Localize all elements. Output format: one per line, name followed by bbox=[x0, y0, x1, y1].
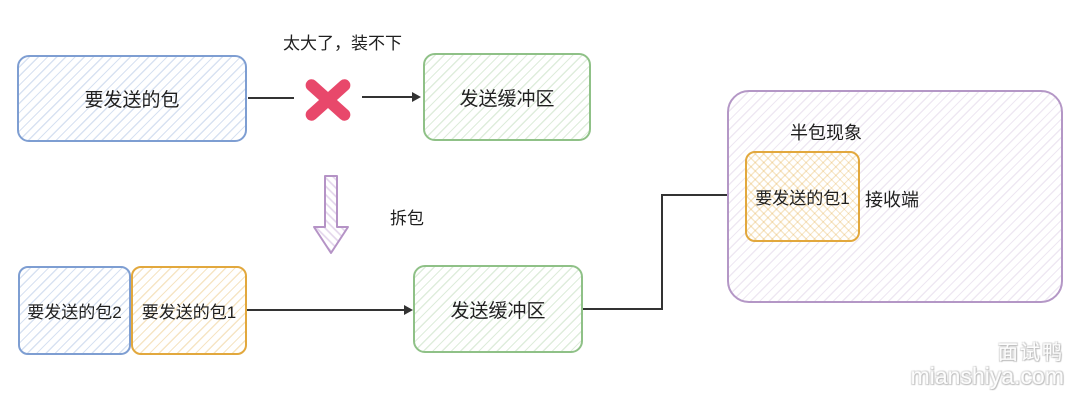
send-buffer-top-label: 发送缓冲区 bbox=[459, 88, 555, 110]
send-buffer-top-box: 发送缓冲区 bbox=[423, 53, 591, 141]
received-packet1-box: 要发送的包1 bbox=[745, 151, 860, 242]
send-buffer-bottom-label: 发送缓冲区 bbox=[450, 300, 546, 322]
arrowhead-to-send-buffer-top bbox=[412, 92, 421, 102]
watermark-cn: 面试鸭 bbox=[998, 341, 1064, 364]
watermark-en: mianshiya.com bbox=[910, 362, 1064, 389]
reject-cross-icon bbox=[302, 76, 354, 124]
packet1-label: 要发送的包1 bbox=[141, 303, 237, 322]
flow-line-to-send-buffer-bottom bbox=[247, 309, 405, 311]
flow-line-blocked-left bbox=[248, 97, 294, 99]
packet1-box: 要发送的包1 bbox=[131, 266, 247, 355]
half-packet-container: 半包现象 要发送的包1 接收端 bbox=[727, 90, 1063, 303]
send-buffer-bottom-box: 发送缓冲区 bbox=[413, 265, 583, 353]
flow-line-blocked-right bbox=[362, 96, 412, 98]
packet2-box: 要发送的包2 bbox=[18, 266, 131, 355]
split-down-arrow-icon bbox=[313, 175, 349, 254]
arrowhead-to-send-buffer-bottom bbox=[404, 305, 413, 315]
elbow-connector-bottom-segment bbox=[583, 308, 663, 310]
elbow-connector-vertical-segment bbox=[661, 194, 663, 310]
annotation-split-packet: 拆包 bbox=[390, 209, 424, 228]
half-packet-title: 半包现象 bbox=[790, 123, 862, 143]
packet2-label: 要发送的包2 bbox=[27, 303, 122, 322]
receiver-label: 接收端 bbox=[865, 190, 919, 210]
annotation-too-big: 太大了，装不下 bbox=[283, 34, 402, 53]
watermark: 面试鸭 mianshiya.com bbox=[911, 342, 1064, 389]
elbow-connector-top-segment bbox=[661, 194, 727, 196]
packet-to-send-label: 要发送的包 bbox=[84, 90, 180, 111]
packet-to-send-box: 要发送的包 bbox=[17, 55, 247, 142]
received-packet1-label: 要发送的包1 bbox=[755, 189, 850, 208]
